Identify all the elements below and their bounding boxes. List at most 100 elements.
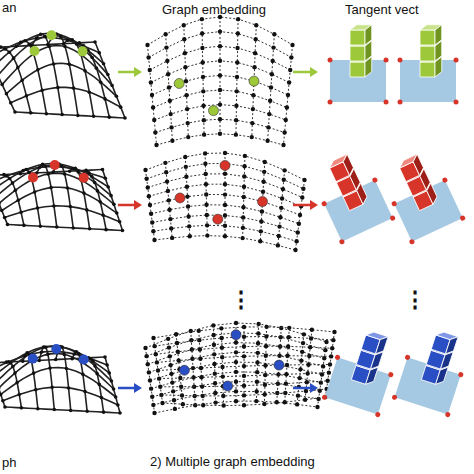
dome-joint [68, 169, 72, 173]
dome-rib [8, 225, 123, 231]
plane-corner [404, 354, 410, 360]
plane-corner [445, 411, 451, 417]
dome-joint [93, 364, 97, 368]
graph-vertex [288, 68, 292, 72]
graph-vertex [199, 375, 203, 379]
graph-vertex [276, 243, 280, 247]
graph-vertex [243, 154, 247, 158]
dome-joint [0, 83, 4, 87]
tangent-vectors [307, 25, 474, 418]
dome-joint [44, 164, 48, 168]
graph-vertex [234, 340, 238, 344]
graph-embeddings [143, 15, 336, 415]
plane-corner [389, 215, 396, 222]
graph-vertex [286, 335, 290, 339]
graph-vertex [170, 236, 174, 240]
graph-vertex [155, 360, 159, 364]
dome-joint [0, 202, 1, 206]
graph-vertex [182, 23, 186, 27]
graph-vertex [270, 59, 274, 63]
graph-vertex [296, 393, 300, 397]
graph-vertex [154, 352, 158, 356]
graph-vertex [168, 112, 172, 116]
dome-joint [22, 224, 26, 228]
graph-vertex [329, 354, 333, 358]
tangent-plane [328, 25, 389, 105]
graph-vertex [154, 143, 158, 147]
graph-vertex [165, 59, 169, 63]
dome-rib [103, 170, 123, 231]
graph-vertex [242, 185, 246, 189]
graph-vertex [263, 383, 267, 387]
graph-vertex [316, 397, 320, 401]
graph-vertex [213, 381, 217, 385]
graph-vertex [269, 85, 273, 89]
dome-joint [81, 372, 85, 376]
dome-joint [19, 172, 23, 176]
graph-vertex [261, 189, 265, 193]
dome-joint [85, 208, 89, 212]
dome-joint [107, 115, 111, 119]
graph-vertex [218, 88, 222, 92]
graph-vertex [185, 107, 189, 111]
graph-vertex [163, 32, 167, 36]
dome-joint [50, 386, 54, 390]
graph-vertex [254, 399, 258, 403]
graph-vertex [287, 326, 291, 330]
sample-point [79, 173, 89, 183]
graph-vertex [150, 93, 154, 97]
dome-joint [65, 367, 69, 371]
graph-edge [149, 184, 301, 206]
dome-joint [118, 411, 122, 415]
graph-vertex [205, 213, 209, 217]
sample-point [30, 46, 40, 56]
graph-vertex [152, 118, 156, 122]
graph-vertex [169, 372, 173, 376]
graph-vertex [147, 194, 151, 198]
dome-joint [101, 213, 105, 217]
graph-vertex [218, 59, 222, 63]
graph-vertex [280, 196, 284, 200]
graph-vertex [263, 160, 267, 164]
graph-vertex [223, 213, 227, 217]
ellipsis: ⋮ [230, 288, 252, 312]
graph-vertex [220, 345, 224, 349]
graph-vertex [167, 345, 171, 349]
graph-vertex [306, 363, 310, 367]
graph-vertex [218, 29, 222, 33]
tangent-plane [398, 25, 459, 105]
graph-vertex [242, 374, 246, 378]
graph-vertex [330, 346, 334, 350]
graph-vertex [148, 378, 152, 382]
dome-joint [35, 36, 39, 40]
graph-vertex [289, 55, 293, 59]
dome-joint [84, 169, 88, 173]
cube-face [445, 335, 458, 356]
graph-edge [284, 45, 293, 145]
dome-joint [77, 41, 81, 45]
graph-vertex [185, 194, 189, 198]
dome-rib [89, 358, 104, 412]
graph-vertex [178, 376, 182, 380]
graph-vertex [251, 93, 255, 97]
dome-joint [83, 390, 87, 394]
graph-vertex [203, 151, 207, 155]
graph-vertex [236, 31, 240, 35]
graph-vertex [252, 65, 256, 69]
dome-joint [103, 355, 107, 359]
plane-corner [384, 100, 389, 105]
graph-vertex [332, 330, 336, 334]
graph-vertex [218, 102, 222, 106]
dome-joint [8, 177, 12, 181]
graph-vertex [255, 360, 259, 364]
graph-vertex [145, 43, 149, 47]
graph-vertex [305, 380, 309, 384]
dome-joint [7, 50, 11, 54]
graph-vertex [201, 89, 205, 93]
tangent-plane [307, 147, 396, 245]
graph-vertex [146, 362, 150, 366]
graph-edge [153, 90, 287, 108]
dome-joint [40, 89, 44, 93]
graph-vertex [152, 411, 156, 415]
